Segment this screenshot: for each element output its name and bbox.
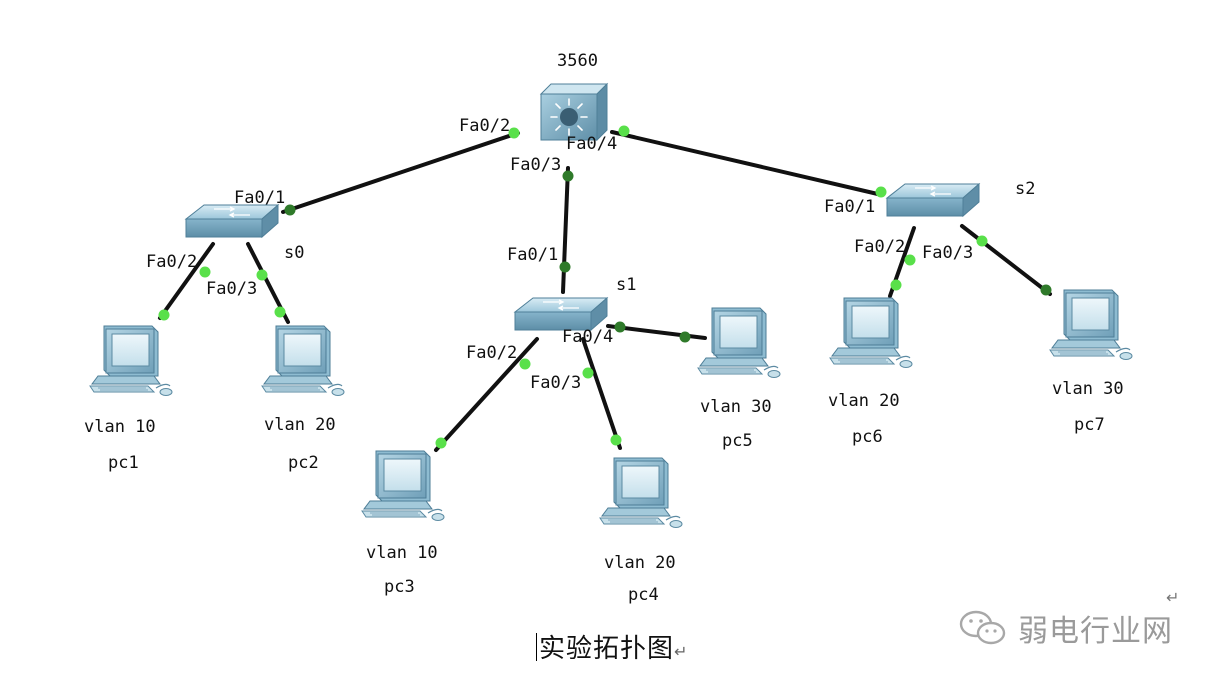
pc3-name-label: pc3 [384, 577, 415, 597]
port-indicator [284, 204, 296, 216]
port-label-s2-fa03: Fa0/3 [922, 243, 973, 263]
link-s0-pc1[interactable] [158, 242, 215, 320]
port-label-s0-fa03: Fa0/3 [206, 279, 257, 299]
port-indicator [274, 306, 286, 318]
port-indicator [976, 235, 988, 247]
text-cursor [536, 633, 537, 661]
core-switch[interactable] [539, 82, 609, 142]
pc-icon [361, 450, 445, 522]
port-indicator [562, 170, 574, 182]
figure-caption: 实验拓扑图↵ [536, 628, 688, 665]
pc6-name-label: pc6 [852, 427, 883, 447]
pc2[interactable] [261, 325, 345, 397]
pc4-vlan-label: vlan 20 [604, 553, 676, 573]
pc1-name-label: pc1 [108, 453, 139, 473]
switch-s2[interactable] [886, 183, 980, 217]
port-indicator [199, 266, 211, 278]
port-indicator [158, 309, 170, 321]
link-s2-pc7[interactable] [960, 224, 1052, 296]
pc-icon [1049, 289, 1133, 361]
link-core-s2[interactable] [610, 130, 884, 197]
pc5-vlan-label: vlan 30 [700, 397, 772, 417]
port-indicator [904, 254, 916, 266]
pc3[interactable] [361, 450, 445, 522]
port-label-s1-fa01: Fa0/1 [507, 245, 558, 265]
s0-label: s0 [284, 243, 304, 263]
port-indicator [435, 437, 447, 449]
pc-icon [599, 457, 683, 529]
port-label-s1-fa03: Fa0/3 [530, 373, 581, 393]
link-s1-pc3[interactable] [434, 337, 539, 452]
port-label-s0-fa02: Fa0/2 [146, 252, 197, 272]
switch-s1[interactable] [514, 297, 608, 331]
pc5-name-label: pc5 [722, 431, 753, 451]
port-indicator [256, 269, 268, 281]
port-indicator [614, 321, 626, 333]
pc6-vlan-label: vlan 20 [828, 391, 900, 411]
port-label-core-fa03: Fa0/3 [510, 155, 561, 175]
pc7-name-label: pc7 [1074, 415, 1105, 435]
port-indicator [875, 186, 887, 198]
port-indicator [559, 261, 571, 273]
port-label-s0-fa01: Fa0/1 [234, 188, 285, 208]
pc-icon [89, 325, 173, 397]
link-s1-pc4[interactable] [581, 337, 622, 450]
switch-s0[interactable] [185, 204, 279, 238]
pc3-vlan-label: vlan 10 [366, 543, 438, 563]
port-label-s1-fa02: Fa0/2 [466, 343, 517, 363]
watermark: 弱电行业网 [958, 606, 1173, 650]
link-core-s0[interactable] [281, 131, 520, 214]
watermark-return-mark: ↵ [1166, 588, 1180, 607]
port-label-core-fa04: Fa0/4 [566, 134, 617, 154]
pc2-vlan-label: vlan 20 [264, 415, 336, 435]
multilayer-switch-icon [539, 82, 609, 142]
s2-label: s2 [1015, 179, 1035, 199]
switch-icon [886, 183, 980, 217]
switch-icon [185, 204, 279, 238]
pc4[interactable] [599, 457, 683, 529]
pc-icon [261, 325, 345, 397]
port-label-s2-fa01: Fa0/1 [824, 197, 875, 217]
pc2-name-label: pc2 [288, 453, 319, 473]
link-core-s1[interactable] [561, 166, 570, 294]
return-mark: ↵ [674, 642, 689, 661]
port-indicator [890, 279, 902, 291]
port-indicator [508, 127, 520, 139]
s1-label: s1 [616, 275, 636, 295]
caption-text: 实验拓扑图 [539, 634, 675, 664]
port-indicator [610, 434, 622, 446]
pc1[interactable] [89, 325, 173, 397]
port-label-s1-fa04: Fa0/4 [562, 327, 613, 347]
pc5[interactable] [697, 307, 781, 379]
pc4-name-label: pc4 [628, 585, 659, 605]
pc6[interactable] [829, 297, 913, 369]
pc7[interactable] [1049, 289, 1133, 361]
pc-icon [829, 297, 913, 369]
pc7-vlan-label: vlan 30 [1052, 379, 1124, 399]
watermark-text: 弱电行业网 [1018, 614, 1173, 649]
wechat-icon [959, 610, 1006, 645]
port-indicator [618, 125, 630, 137]
port-indicator [1040, 284, 1052, 296]
port-indicators [158, 125, 1052, 449]
port-indicator [582, 367, 594, 379]
core-switch-label: 3560 [557, 51, 598, 71]
port-label-core-fa02: Fa0/2 [459, 116, 510, 136]
links [158, 130, 1052, 452]
port-label-s2-fa02: Fa0/2 [854, 237, 905, 257]
switch-icon [514, 297, 608, 331]
pc-icon [697, 307, 781, 379]
port-indicator [519, 358, 531, 370]
port-indicator [679, 331, 691, 343]
pc1-vlan-label: vlan 10 [84, 417, 156, 437]
